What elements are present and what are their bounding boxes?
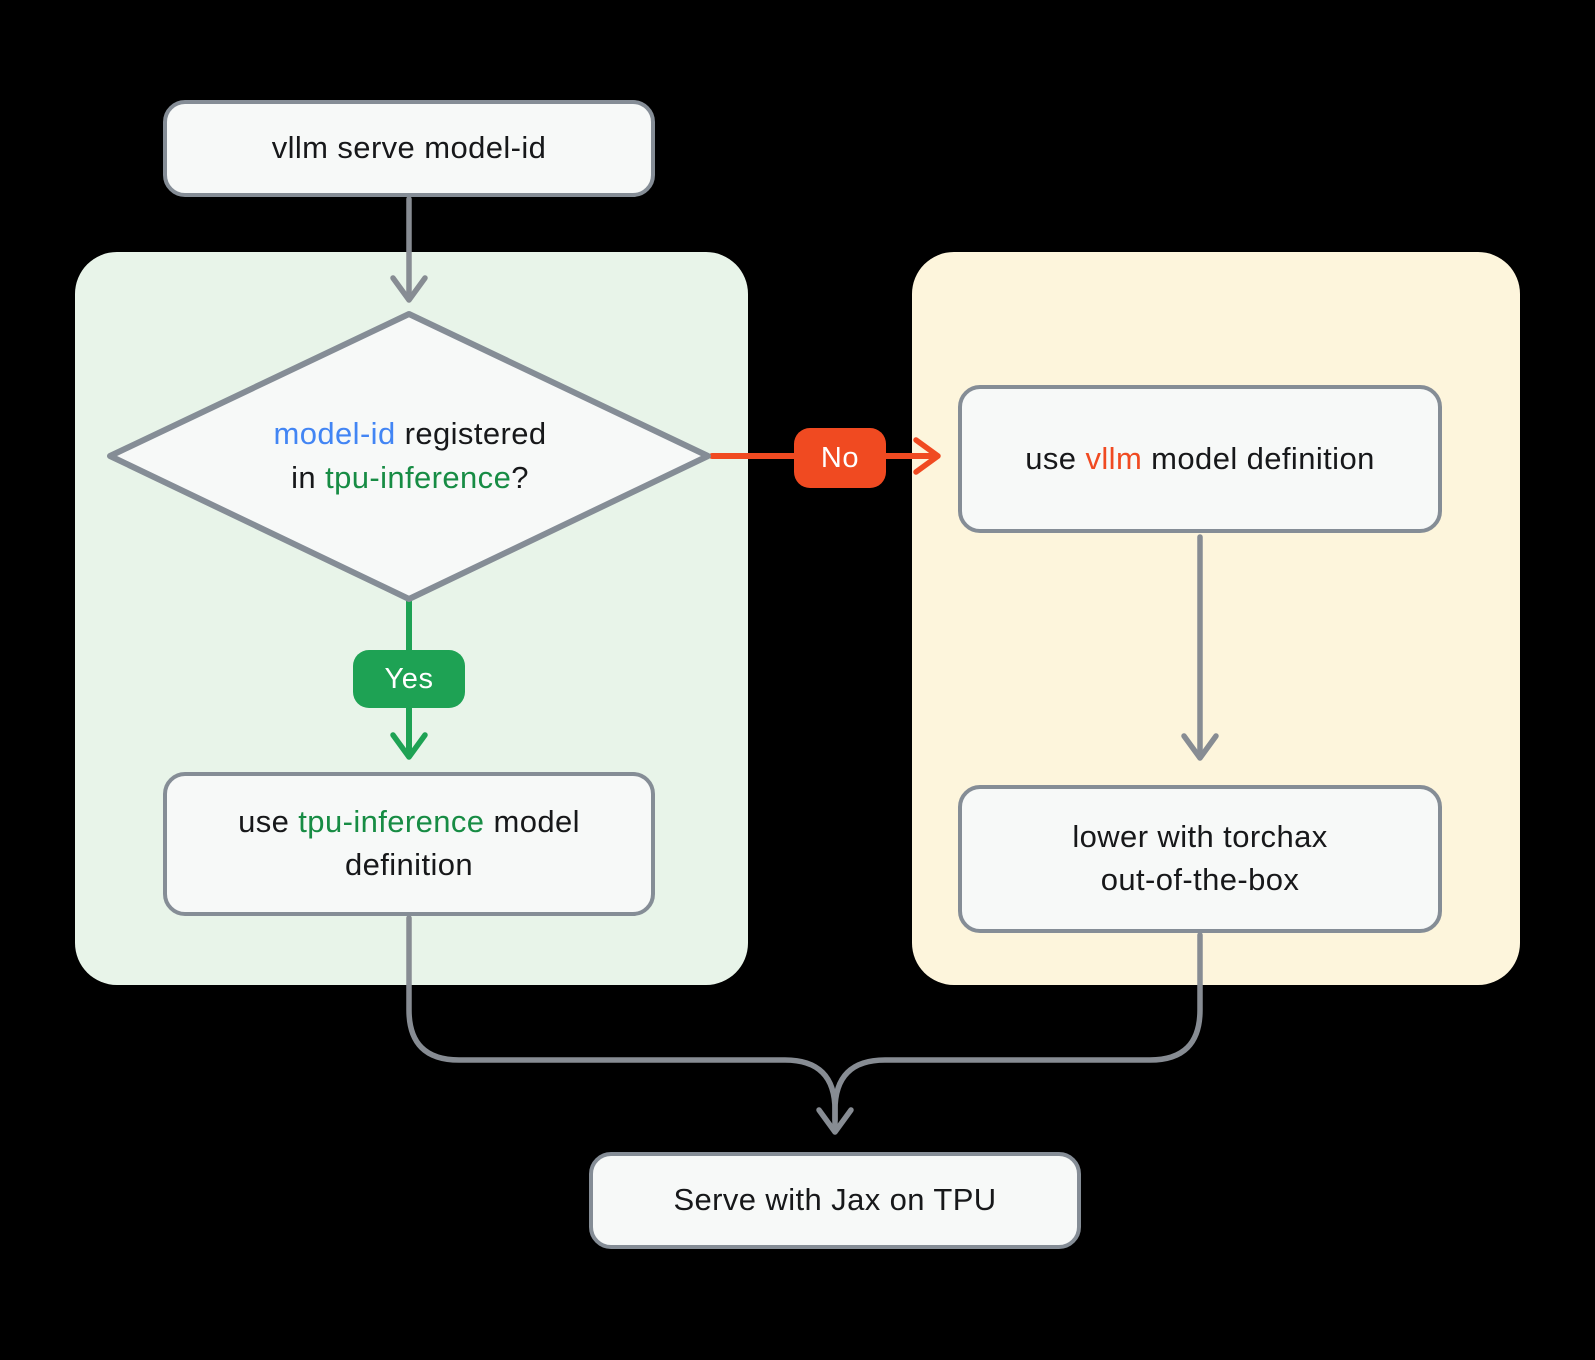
decision-question-mark: ?: [511, 460, 529, 495]
node-start-label: vllm serve model-id: [271, 130, 547, 166]
node-lower-torchax: lower with torchax out-of-the-box: [958, 785, 1442, 933]
node-start: vllm serve model-id: [163, 100, 655, 197]
no-badge-label: No: [820, 441, 860, 474]
node-use-vllm: use vllm model definition: [958, 385, 1442, 533]
use-tpu-use-text: use: [238, 804, 299, 840]
serve-label: Serve with Jax on TPU: [673, 1182, 997, 1218]
use-vllm-rest-text: model definition: [1142, 440, 1375, 476]
decision-model-id-text: model-id: [273, 415, 396, 451]
decision-diamond-label: model-id registered in tpu-inference?: [110, 313, 710, 599]
decision-in-text: in: [291, 460, 326, 495]
decision-tpu-inference-text: tpu-inference: [325, 460, 512, 495]
torchax-line2: out-of-the-box: [1100, 862, 1300, 897]
yes-badge-label: Yes: [384, 662, 434, 695]
connector-tpu-to-serve: [406, 915, 854, 1135]
yes-badge: Yes: [353, 650, 465, 708]
use-tpu-model-text: model: [484, 804, 580, 840]
use-vllm-vllm-text: vllm: [1085, 440, 1143, 476]
connector-torchax-to-serve: [832, 932, 1203, 1123]
node-serve-jax-tpu: Serve with Jax on TPU: [589, 1152, 1081, 1249]
decision-diamond-shape: [107, 311, 711, 602]
node-use-tpu-inference: use tpu-inference model definition: [163, 772, 655, 916]
no-badge: No: [794, 428, 886, 488]
use-vllm-use-text: use: [1025, 440, 1086, 476]
torchax-line1: lower with torchax: [1072, 819, 1328, 855]
use-tpu-tpu-inference-text: tpu-inference: [298, 804, 485, 840]
use-tpu-definition-text: definition: [344, 847, 474, 882]
decision-registered-text: registered: [395, 415, 547, 451]
